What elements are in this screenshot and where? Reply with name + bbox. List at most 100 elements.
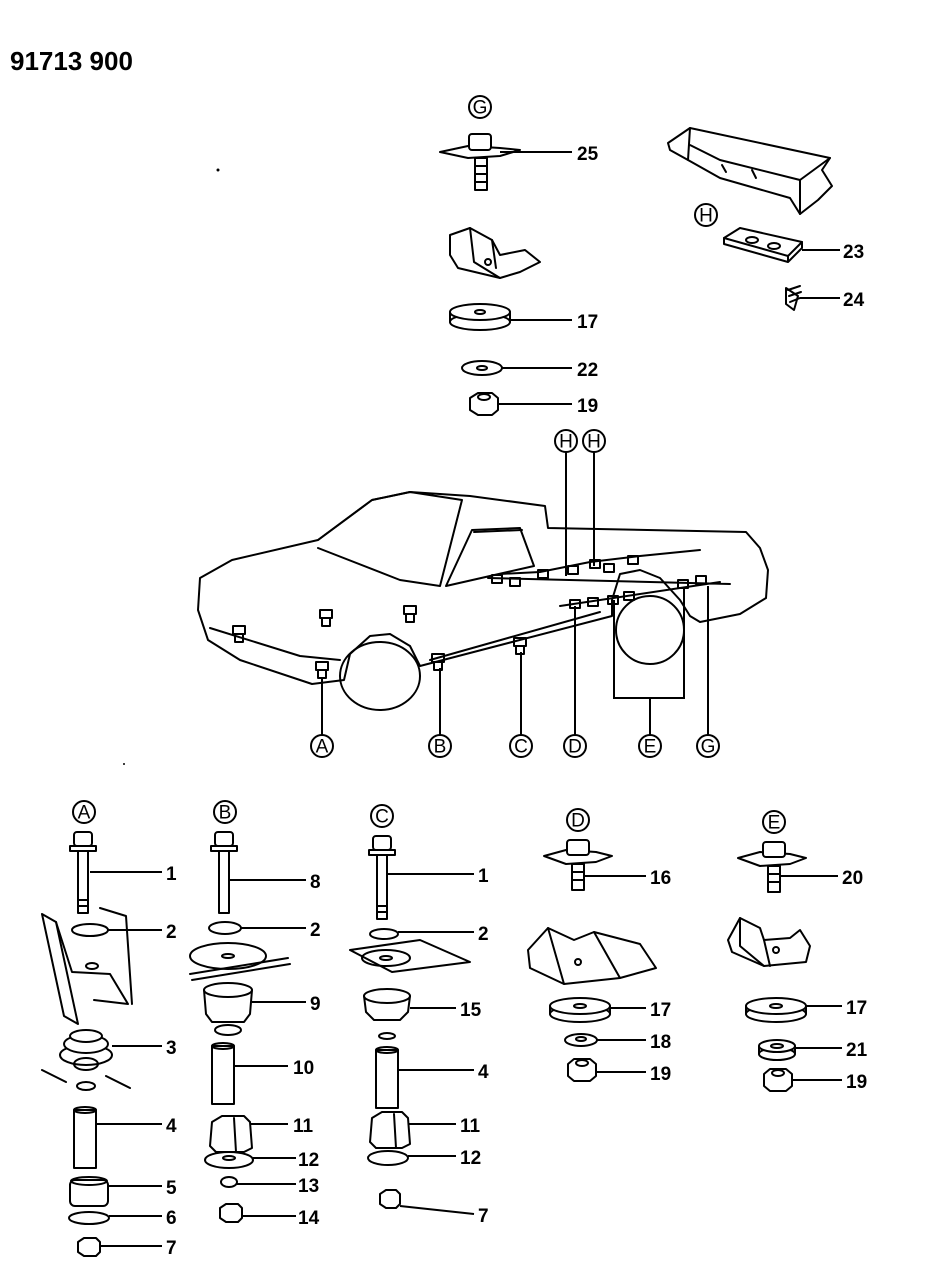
collar-4-a-drawing: [73, 1106, 97, 1169]
detail-e: E 20 17 21: [727, 810, 868, 1093]
nut-19-e-drawing: [763, 1068, 793, 1092]
part-label-22: 22: [577, 360, 598, 381]
part-label-25: 25: [577, 144, 599, 165]
part-label-20: 20: [842, 868, 863, 889]
bolt-8-drawing: [210, 831, 238, 914]
part-label-17-e: 17: [846, 998, 867, 1019]
washer-12-b-drawing: [204, 1151, 254, 1169]
part-label-1-c: 1: [478, 866, 489, 887]
nut-7-c-drawing: [379, 1189, 401, 1209]
washer-18-drawing: [564, 1033, 598, 1047]
callout-h-car-2: H: [587, 432, 601, 453]
bolt-20-drawing: [737, 841, 807, 893]
part-label-7-c: 7: [478, 1206, 489, 1227]
detail-h: H 23 24: [667, 127, 865, 311]
screw-24-drawing: [785, 285, 802, 311]
part-label-12-c: 12: [460, 1148, 481, 1169]
frame-rail-drawing: [667, 127, 833, 215]
bracket-d-drawing: [527, 927, 657, 985]
callout-e-car: E: [644, 737, 657, 758]
callout-d-car: D: [568, 737, 582, 758]
bolt-16-drawing: [543, 839, 613, 891]
part-label-2-c: 2: [478, 924, 489, 945]
callout-g-top: [468, 95, 492, 119]
cushion-17-e-drawing: [745, 997, 807, 1023]
part-label-3: 3: [166, 1038, 177, 1059]
nut-7-a-drawing: [77, 1237, 101, 1257]
washer-22-drawing: [461, 360, 503, 376]
part-label-16: 16: [650, 868, 671, 889]
cushion-5-drawing: [69, 1176, 109, 1207]
callout-d-detail: D: [571, 811, 585, 832]
part-label-21: 21: [846, 1040, 868, 1061]
part-label-19-top: 19: [577, 396, 598, 417]
washer-2-a-drawing: [71, 923, 109, 937]
callout-a-car: A: [316, 737, 329, 758]
bracket-g-drawing: [449, 227, 541, 279]
bracket-e-drawing: [727, 917, 811, 967]
part-label-17-d: 17: [650, 1000, 671, 1021]
part-label-2-b: 2: [310, 920, 321, 941]
part-label-8: 8: [310, 872, 321, 893]
callout-h-top-label: H: [699, 206, 713, 227]
callout-c-detail: C: [375, 807, 389, 828]
part-label-1-a: 1: [166, 864, 177, 885]
part-label-13: 13: [298, 1176, 319, 1197]
detail-a: A 1 2 3: [41, 800, 177, 1259]
collar-4-c-drawing: [375, 1046, 399, 1109]
cushion-15-drawing: [363, 988, 411, 1040]
nut-19-top-drawing: [469, 392, 499, 416]
callout-g-car: G: [701, 737, 716, 758]
insulator-3-drawing: [41, 1029, 131, 1091]
part-label-11-b: 11: [293, 1116, 314, 1137]
washer-12-c-drawing: [367, 1150, 409, 1166]
collar-10-drawing: [211, 1042, 235, 1105]
callout-e-detail: E: [768, 813, 781, 834]
part-label-4-c: 4: [478, 1062, 489, 1083]
car-leaders: [321, 452, 709, 736]
cushion-11-c-drawing: [369, 1111, 411, 1149]
cushion-17-top-drawing: [449, 303, 511, 331]
part-label-18: 18: [650, 1032, 671, 1053]
part-label-19-e: 19: [846, 1072, 867, 1093]
part-label-10: 10: [293, 1058, 314, 1079]
washer-2-c-drawing: [369, 928, 399, 940]
cushion-11-b-drawing: [209, 1115, 253, 1153]
car-callouts: H H A B C D E G: [310, 429, 720, 758]
nut-19-d-drawing: [567, 1058, 597, 1082]
spacer-21-drawing: [758, 1039, 796, 1061]
part-label-14: 14: [298, 1208, 320, 1229]
washer-2-b-drawing: [208, 921, 242, 935]
part-label-19-d: 19: [650, 1064, 671, 1085]
washer-13-drawing: [220, 1176, 238, 1188]
callout-c-car: C: [514, 737, 528, 758]
floor-b-drawing: [189, 942, 291, 981]
part-label-9: 9: [310, 994, 321, 1015]
bolt-25-drawing: [439, 133, 521, 191]
part-label-11-c: 11: [460, 1116, 481, 1137]
part-label-24: 24: [843, 290, 865, 311]
callout-h-car-1: H: [559, 432, 573, 453]
callout-b-car: B: [434, 737, 447, 758]
bolt-1-c-drawing: [368, 835, 396, 920]
part-label-7-a: 7: [166, 1238, 177, 1259]
part-label-2-a: 2: [166, 922, 177, 943]
nut-14-drawing: [219, 1203, 243, 1223]
detail-d: D 16 17 18: [527, 808, 671, 1085]
bolt-1-a-drawing: [69, 831, 97, 914]
floor-c-drawing: [349, 939, 471, 973]
callout-b-detail: B: [219, 803, 232, 824]
callout-a-detail: A: [78, 803, 91, 824]
part-label-5: 5: [166, 1178, 177, 1199]
callout-g-top-label: G: [473, 98, 488, 119]
cushion-9-drawing: [203, 982, 253, 1036]
part-label-4-a: 4: [166, 1116, 177, 1137]
cushion-17-d-drawing: [549, 997, 611, 1023]
detail-c: C 1 2 15 4: [349, 804, 489, 1227]
part-label-12-b: 12: [298, 1150, 319, 1171]
plate-23-drawing: [723, 227, 803, 263]
part-label-6: 6: [166, 1208, 177, 1229]
callout-h-top: [694, 203, 718, 227]
detail-g: G 25 17 22: [439, 95, 599, 417]
car-body-drawing: [197, 491, 769, 711]
